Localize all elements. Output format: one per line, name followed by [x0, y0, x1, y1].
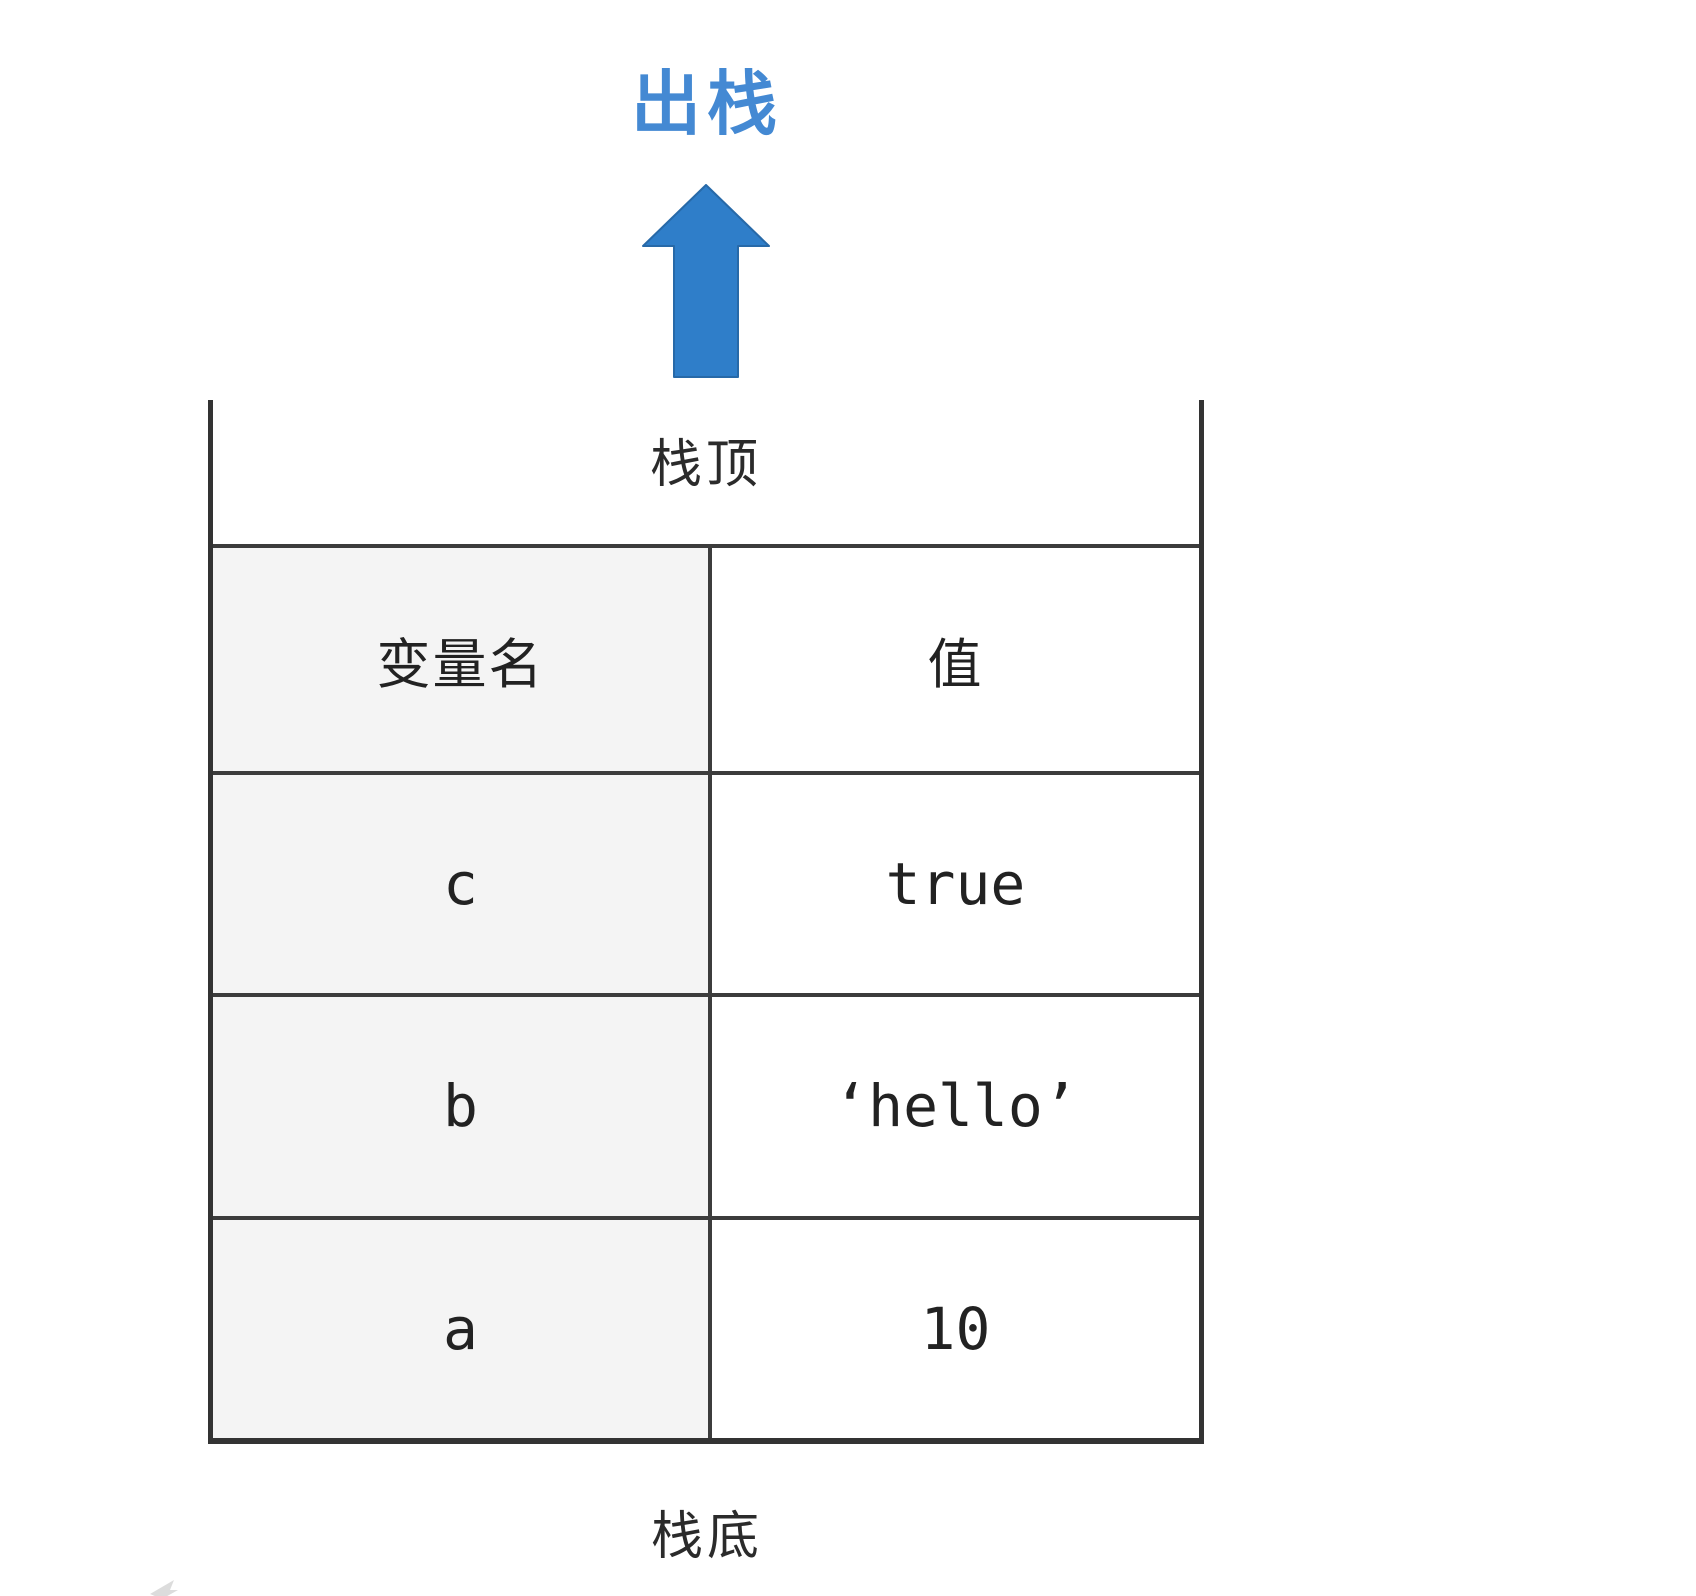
header-cell-value: 值 [707, 548, 1199, 771]
variable-name-cell: b [213, 993, 708, 1216]
up-arrow-icon [642, 184, 770, 378]
watermark-artifact [148, 1578, 182, 1596]
stack-top-label: 栈顶 [649, 435, 762, 495]
stack-container: 栈顶 变量名 值 c true b ‘hello’ a 10 [208, 400, 1204, 1444]
header-cell-variable-name: 变量名 [213, 548, 708, 771]
variable-name-cell: c [213, 770, 708, 993]
up-arrow-shape [642, 184, 770, 378]
variable-value-cell: ‘hello’ [707, 993, 1199, 1216]
variable-value-cell: true [707, 770, 1199, 993]
stack-bottom-label: 栈底 [650, 1507, 764, 1567]
variable-name-cell: a [213, 1215, 708, 1438]
pop-label: 出栈 [631, 63, 783, 145]
variables-table: 变量名 值 c true b ‘hello’ a 10 [213, 544, 1199, 1438]
variable-value-cell: 10 [707, 1215, 1199, 1438]
artifact-shape [150, 1580, 178, 1596]
